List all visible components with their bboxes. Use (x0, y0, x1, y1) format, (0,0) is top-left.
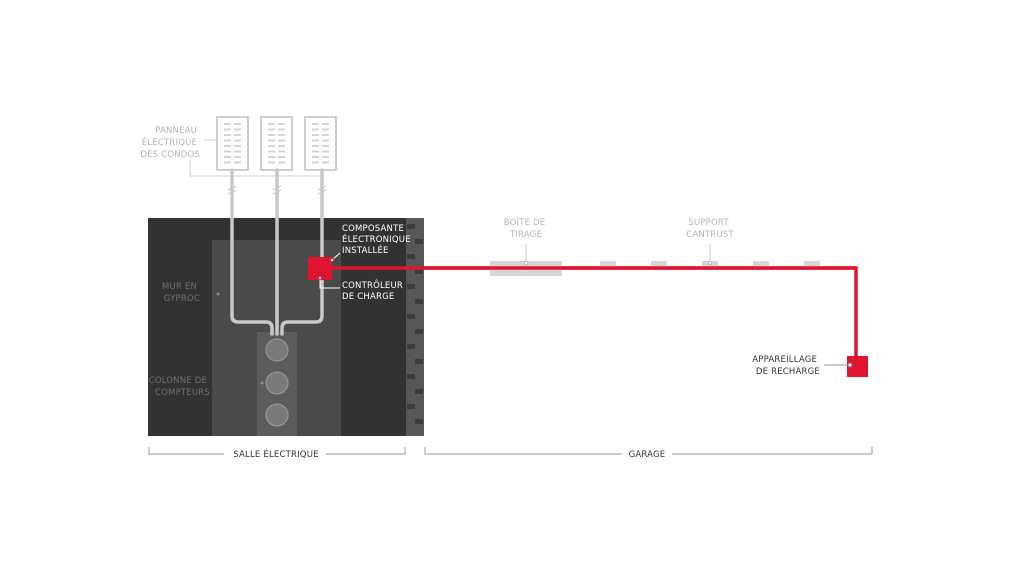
breaker-slot (322, 134, 329, 136)
breaker-slot (224, 123, 231, 125)
cantrust-support-label: SUPPORT CANTRUST (686, 218, 734, 240)
breaker-slot (234, 145, 241, 147)
brick (407, 314, 415, 319)
breaker-slot (224, 156, 231, 158)
conduit-break-marks (227, 185, 327, 195)
brick (415, 329, 423, 334)
breaker-slot (278, 139, 285, 142)
breaker-slot (278, 128, 285, 131)
meter-3 (265, 403, 289, 427)
breaker-slot (312, 128, 319, 131)
brick (407, 224, 415, 229)
garage-label: GARAGE (629, 450, 666, 460)
breaker-slot (268, 139, 275, 142)
breaker-slot (234, 123, 241, 125)
brick (407, 284, 415, 289)
breaker-slot (268, 156, 275, 158)
condo-panel-label: PANNEAU ÉLECTRIQUE DES CONDOS (140, 126, 200, 160)
brick-marks (407, 224, 423, 424)
breaker-slot (312, 145, 319, 147)
breaker-slot (268, 134, 275, 136)
garage-bracket (424, 447, 873, 455)
breaker-slot (322, 161, 329, 164)
brick-wall (406, 218, 424, 436)
brick (415, 239, 423, 244)
brick (415, 269, 423, 274)
brick (415, 359, 423, 364)
breaker-slot (224, 161, 231, 164)
meter-column-label: COLONNE DE COMPTEURS (149, 376, 210, 398)
condo-panel-2 (260, 116, 293, 171)
breaker-slot (312, 161, 319, 164)
brick (407, 344, 415, 349)
panel-conduits (230, 168, 324, 336)
breaker-slot (322, 139, 329, 142)
breaker-slot (234, 156, 241, 158)
breaker-slot (234, 161, 241, 164)
breaker-slot (322, 145, 329, 147)
breaker-slot (278, 134, 285, 136)
breaker-slot (268, 145, 275, 147)
brick (407, 404, 415, 409)
breaker-slot (234, 128, 241, 131)
charge-controller-label: CONTRÔLEUR DE CHARGE (342, 279, 406, 302)
brick (415, 389, 423, 394)
charging-equipment-label: APPAREILLAGE DE RECHARGE (752, 355, 820, 377)
panel-body (304, 116, 337, 171)
panel-body (216, 116, 249, 171)
condo-panel-leader (189, 139, 321, 177)
breaker-slot (234, 134, 241, 136)
breaker-slot (278, 156, 285, 158)
breaker-slot (278, 123, 285, 125)
brick (407, 374, 415, 379)
breaker-slot (224, 134, 231, 136)
breaker-slot (322, 150, 329, 153)
breaker-slot (268, 161, 275, 164)
breaker-slot (224, 139, 231, 142)
breaker-slot (268, 128, 275, 131)
breaker-slot (322, 128, 329, 131)
breaker-slot (268, 123, 275, 125)
meter-1 (265, 338, 289, 362)
breaker-slot (312, 139, 319, 142)
electrical-room-label: SALLE ÉLECTRIQUE (233, 448, 318, 460)
breaker-slot (312, 156, 319, 158)
brick (415, 299, 423, 304)
breaker-slot (224, 150, 231, 153)
charge-controller (308, 257, 332, 280)
drywall-label: MUR EN GYPROC (162, 282, 200, 304)
pull-box-label: BOÎTE DE TIRAGE (504, 216, 549, 240)
brick (415, 419, 423, 424)
electrical-room-bracket (148, 447, 406, 455)
breaker-slot (278, 145, 285, 147)
breaker-slot (224, 128, 231, 131)
brick (407, 254, 415, 259)
breaker-slot (312, 150, 319, 153)
breaker-slot (278, 161, 285, 164)
charging-equipment (847, 356, 868, 377)
leader-lines (216, 244, 853, 385)
condo-panel-1 (216, 116, 249, 171)
breaker-slot (234, 150, 241, 153)
breaker-slot (278, 150, 285, 153)
breaker-slot (224, 145, 231, 147)
breaker-slot (312, 123, 319, 125)
meter-2 (265, 371, 289, 395)
condo-panel-3 (304, 116, 337, 171)
breaker-slot (322, 156, 329, 158)
condo-panels (216, 116, 337, 171)
breaker-slot (268, 150, 275, 153)
electronic-component-label: COMPOSANTE ÉLECTRONIQUE INSTALLÉE (342, 224, 414, 256)
breaker-slot (234, 139, 241, 142)
breaker-slot (312, 134, 319, 136)
panel-body (260, 116, 293, 171)
breaker-slot (322, 123, 329, 125)
